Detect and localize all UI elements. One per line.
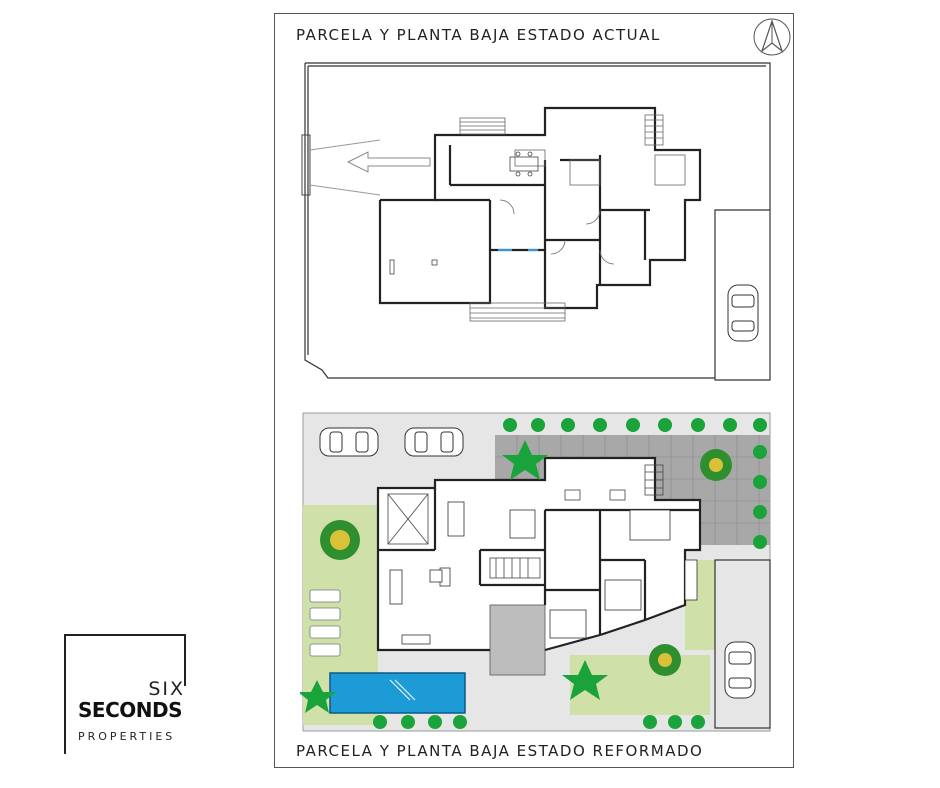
tree-icon [373, 418, 767, 729]
car-icon [319, 427, 756, 699]
plot-boundary [304, 62, 771, 381]
swimming-pool [329, 672, 466, 714]
tree-icon [320, 449, 732, 676]
deck [489, 604, 546, 676]
renovated-floor-plan [300, 412, 771, 732]
title-renovated-state: PARCELA Y PLANTA BAJA ESTADO REFORMADO [296, 742, 704, 760]
title-existing-state: PARCELA Y PLANTA BAJA ESTADO ACTUAL [296, 26, 661, 44]
car-icon [727, 284, 759, 342]
palm-icon [300, 440, 608, 713]
logo-six: SIX [148, 678, 185, 700]
logo-seconds: SECONDS [78, 698, 183, 722]
logo-properties: PROPERTIES [78, 730, 176, 743]
garage [714, 559, 771, 729]
driveway-arrow [346, 151, 431, 173]
logo-frame [64, 634, 184, 754]
existing-floor-plan [301, 62, 771, 381]
north-arrow-icon [753, 18, 791, 56]
logo-frame-edge [184, 634, 186, 686]
sunbed-icon [309, 589, 341, 657]
furniture [389, 501, 698, 645]
company-logo: SIX SECONDS PROPERTIES [64, 634, 186, 754]
